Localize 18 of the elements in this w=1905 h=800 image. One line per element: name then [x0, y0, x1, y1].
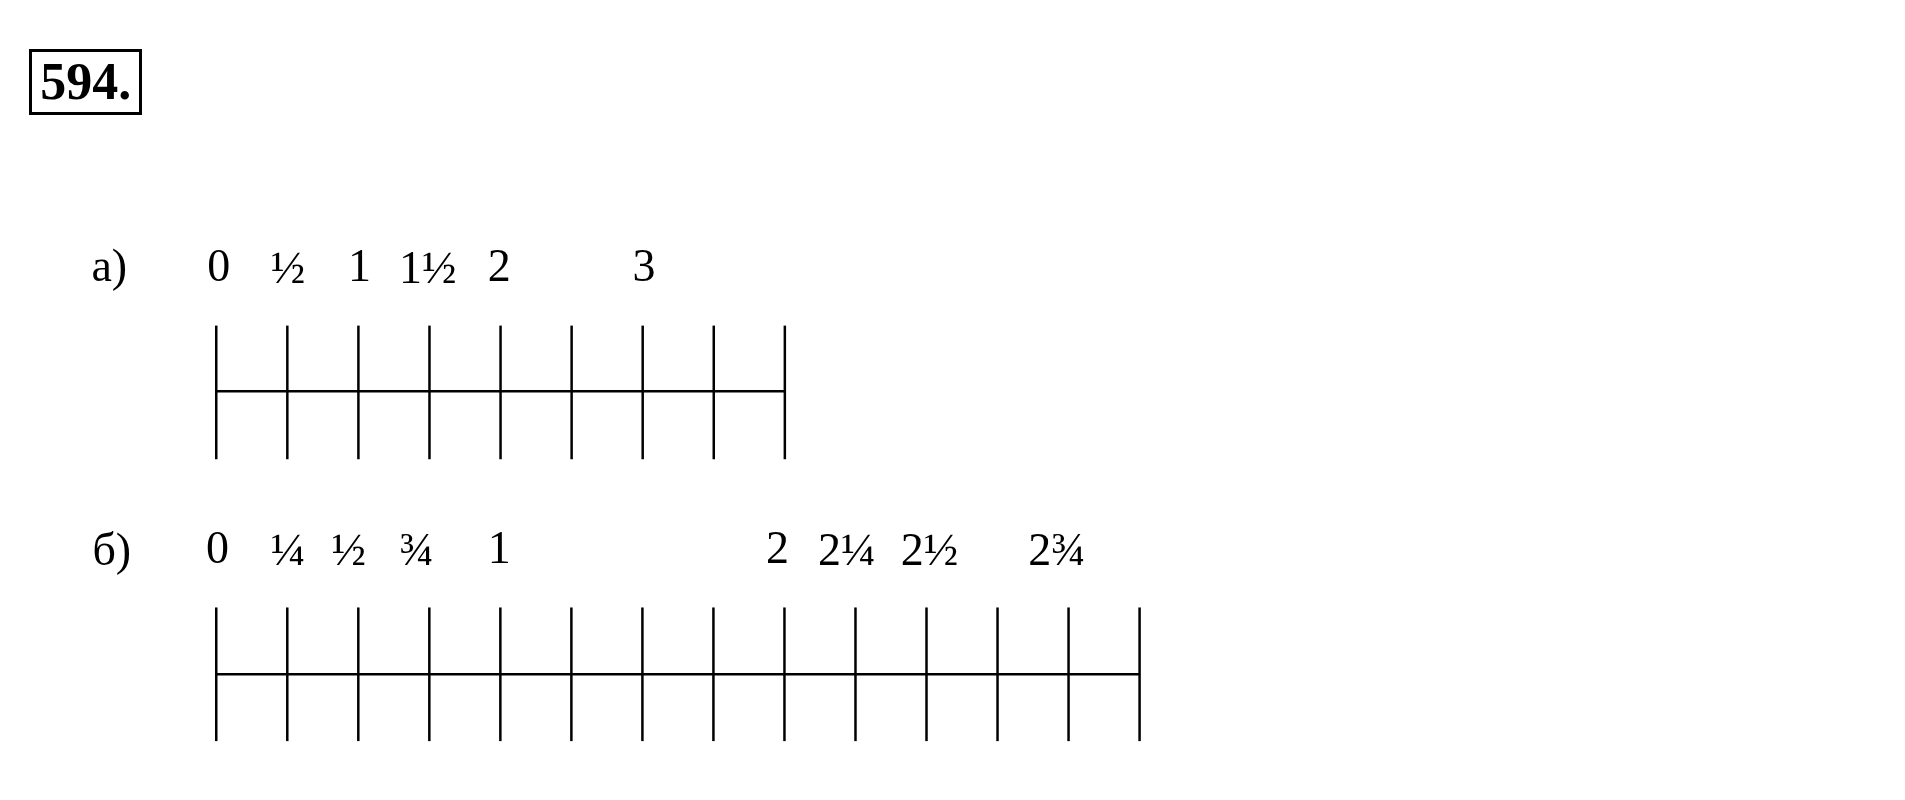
tick-label: ¼ [270, 522, 306, 576]
tick-label: 1 [487, 520, 511, 574]
tick-label: ½ [270, 240, 306, 294]
tick-label: 2½ [900, 522, 959, 576]
tick-label: ¾ [399, 522, 434, 576]
tick-label: 0 [205, 520, 229, 574]
tick-label: 2 [487, 238, 511, 292]
tick-label: ½ [331, 522, 366, 576]
tick-label: 1 [348, 238, 372, 292]
part-label: а) [91, 238, 128, 292]
part-label: б) [92, 522, 132, 576]
tick-label: 2¾ [1028, 522, 1086, 576]
tick-label: 0 [207, 238, 231, 292]
tick-label: 2 [766, 520, 790, 574]
tick-label: 1½ [398, 240, 457, 294]
exercise-number: 594. [29, 48, 143, 115]
tick-label: 2¼ [818, 522, 876, 576]
tick-label: 3 [632, 238, 656, 292]
